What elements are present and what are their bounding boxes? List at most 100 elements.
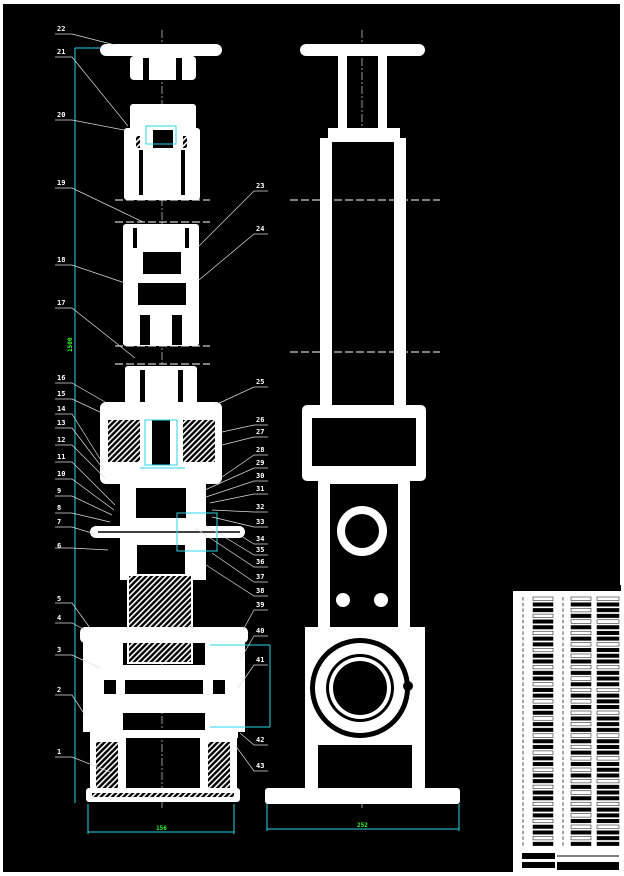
table-cell xyxy=(570,630,592,635)
part-label: 21 xyxy=(57,48,65,56)
part-label: 43 xyxy=(256,762,264,770)
table-cell xyxy=(532,739,554,744)
table-cell xyxy=(570,733,592,738)
table-cell xyxy=(532,807,554,812)
table-cell xyxy=(532,750,554,755)
table-cell xyxy=(570,608,592,613)
part-label: 38 xyxy=(256,587,264,595)
table-cell xyxy=(570,619,592,624)
part-label: 27 xyxy=(256,428,264,436)
part-label: 17 xyxy=(57,299,65,307)
table-header-band xyxy=(513,585,621,591)
part-label: 5 xyxy=(57,595,61,603)
table-cell xyxy=(532,762,554,767)
table-cell xyxy=(570,756,592,761)
table-cell xyxy=(570,693,592,698)
part-label: 30 xyxy=(256,472,264,480)
table-cell xyxy=(532,659,554,664)
part-label: 26 xyxy=(256,416,264,424)
table-cell xyxy=(596,625,620,630)
table-cell xyxy=(532,602,554,607)
part-label: 34 xyxy=(256,535,264,543)
table-cell xyxy=(532,733,554,738)
table-cell xyxy=(532,625,554,630)
dimensions: 1500 156 252 xyxy=(67,47,460,834)
table-cell xyxy=(596,619,620,624)
part-label: 11 xyxy=(57,453,65,461)
table-cell xyxy=(596,790,620,795)
part-label: 14 xyxy=(57,405,65,413)
height-dimension: 1500 xyxy=(67,337,74,352)
table-cell xyxy=(570,682,592,687)
table-cell xyxy=(596,733,620,738)
table-cell xyxy=(596,830,620,835)
front-width-dimension: 156 xyxy=(156,825,167,832)
table-cell xyxy=(570,762,592,767)
table-cell xyxy=(596,739,620,744)
part-label: 18 xyxy=(57,256,65,264)
table-cell xyxy=(596,602,620,607)
table-cell xyxy=(596,659,620,664)
table-cell xyxy=(532,636,554,641)
table-cell xyxy=(570,665,592,670)
part-label: 6 xyxy=(57,542,61,550)
table-cell xyxy=(532,830,554,835)
table-cell xyxy=(532,665,554,670)
table-cell xyxy=(596,596,620,601)
table-cell xyxy=(570,790,592,795)
side-base-plate xyxy=(265,788,460,804)
table-cell xyxy=(570,819,592,824)
table-cell xyxy=(596,819,620,824)
table-cell xyxy=(570,796,592,801)
part-label: 3 xyxy=(57,646,61,654)
table-cell xyxy=(596,813,620,818)
table-cell xyxy=(532,779,554,784)
part-label: 29 xyxy=(256,459,264,467)
table-cell xyxy=(596,648,620,653)
part-label: 33 xyxy=(256,518,264,526)
part-label: 19 xyxy=(57,179,65,187)
table-cell xyxy=(532,767,554,772)
table-cell xyxy=(596,608,620,613)
table-cell xyxy=(596,682,620,687)
part-label: 35 xyxy=(256,546,264,554)
part-label: 41 xyxy=(256,656,264,664)
table-cell xyxy=(570,636,592,641)
table-cell xyxy=(532,630,554,635)
table-cell xyxy=(532,824,554,829)
part-label: 20 xyxy=(57,111,65,119)
table-cell xyxy=(570,722,592,727)
table-cell xyxy=(596,687,620,692)
table-cell xyxy=(596,824,620,829)
part-label: 2 xyxy=(57,686,61,694)
table-cell xyxy=(596,670,620,675)
table-cell xyxy=(532,841,554,846)
part-label: 31 xyxy=(256,485,264,493)
part-label: 15 xyxy=(57,390,65,398)
part-label: 42 xyxy=(256,736,264,744)
table-cell xyxy=(532,796,554,801)
table-cell xyxy=(596,807,620,812)
front-view xyxy=(80,30,248,810)
title-block-cell xyxy=(557,862,619,870)
table-cell xyxy=(570,801,592,806)
part-label: 40 xyxy=(256,627,264,635)
table-cell xyxy=(596,693,620,698)
side-view xyxy=(265,30,460,810)
table-cell xyxy=(596,716,620,721)
table-cell xyxy=(532,619,554,624)
part-label: 23 xyxy=(256,182,264,190)
part-label: 37 xyxy=(256,573,264,581)
table-cell xyxy=(532,813,554,818)
part-labels-left: 22 21 20 19 18 17 16 15 14 13 12 11 10 9… xyxy=(55,25,144,773)
table-cell xyxy=(570,710,592,715)
table-cell xyxy=(570,779,592,784)
table-cell xyxy=(570,767,592,772)
table-cell xyxy=(570,625,592,630)
part-label: 39 xyxy=(256,601,264,609)
table-cell xyxy=(570,699,592,704)
table-cell xyxy=(570,602,592,607)
table-cell xyxy=(570,750,592,755)
